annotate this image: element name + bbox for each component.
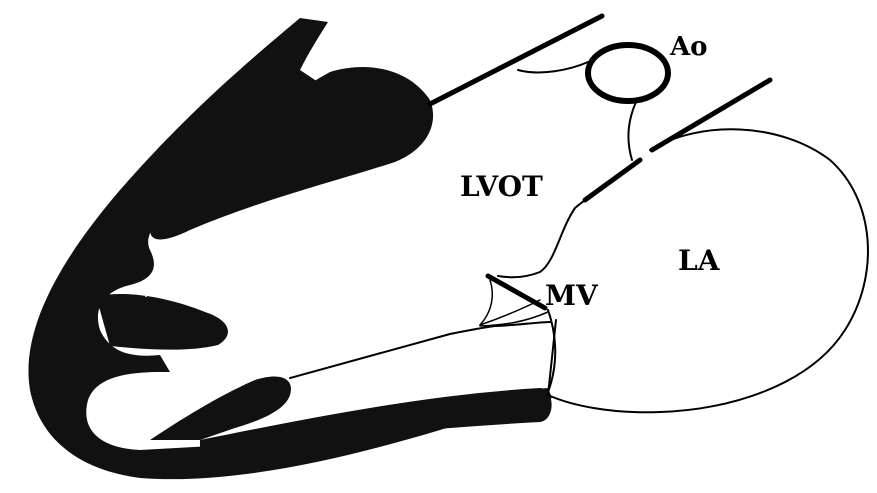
apm-papillary-muscle — [96, 294, 228, 350]
mv-label: MV — [545, 279, 599, 312]
lvot-label: LVOT — [460, 170, 543, 203]
ao-label: Ao — [669, 32, 708, 62]
ppm-label: PPM — [160, 387, 193, 404]
aortic-root-upper — [518, 62, 588, 72]
apm-label: APM — [145, 284, 178, 301]
la-label: LA — [678, 244, 721, 277]
lvot-thick-segment — [585, 160, 640, 200]
aortic-root-lower — [629, 102, 636, 160]
ventricular-wall — [28, 18, 552, 479]
aortic-wall-upper-line — [430, 16, 602, 104]
inferior-wall-line — [290, 322, 550, 378]
aorta-ring — [588, 45, 668, 101]
mitral-leaflet-anterior — [488, 276, 545, 308]
chordae-1 — [480, 280, 492, 325]
